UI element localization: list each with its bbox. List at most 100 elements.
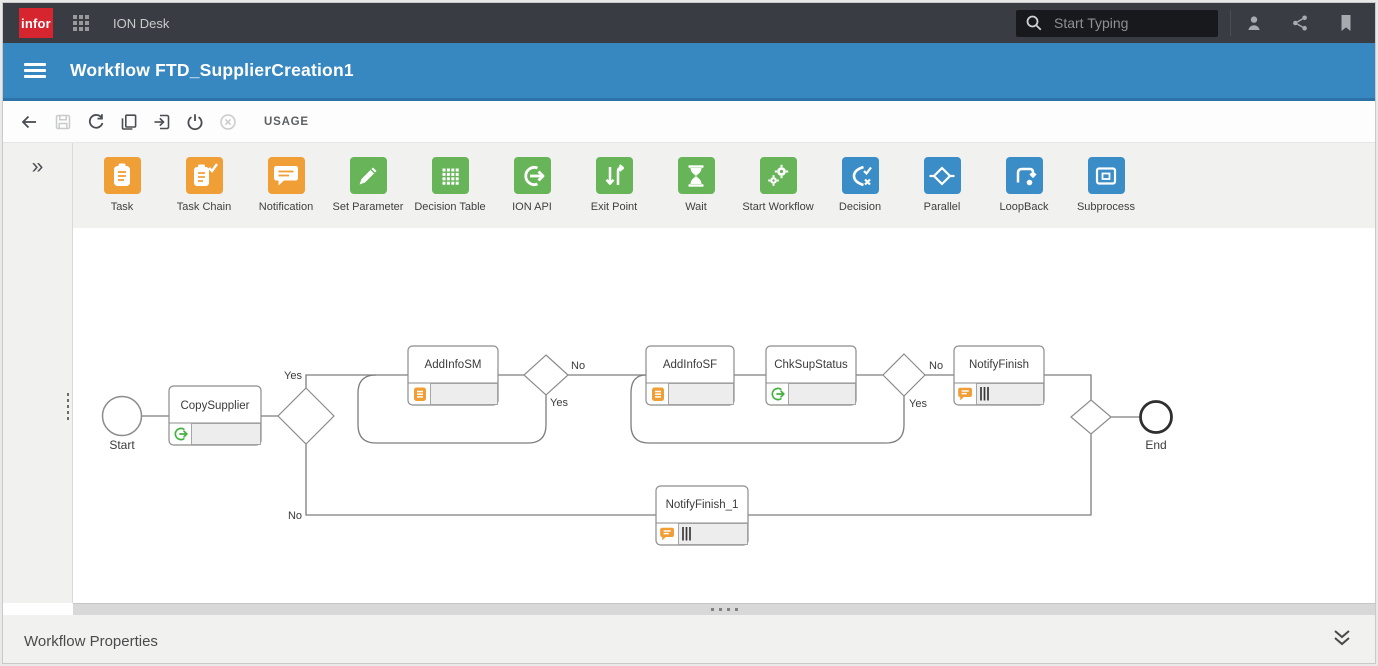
node-title: AddInfoSM: [425, 359, 482, 371]
palette-item-subprocess[interactable]: Subprocess: [1065, 157, 1147, 213]
bookmark-button[interactable]: [1323, 3, 1369, 43]
palette-item-parallel[interactable]: Parallel: [901, 157, 983, 213]
decision-table-icon: [431, 157, 469, 194]
palette-item-exit-point[interactable]: Exit Point: [573, 157, 655, 213]
edge-notifyfinish-gateway4: [1044, 374, 1092, 400]
infor-logo-text: infor: [21, 15, 51, 31]
main-area: » Task Task Chain Notification Set Paramete…: [3, 143, 1375, 603]
node-notify-finish[interactable]: NotifyFinish: [953, 345, 1045, 406]
edge-gateway1-yes: [305, 374, 408, 388]
topbar-divider: [1230, 10, 1231, 36]
palette-item-label: Exit Point: [590, 201, 638, 213]
user-profile-button[interactable]: [1231, 3, 1277, 43]
palette-item-ion-api[interactable]: ION API: [491, 157, 573, 213]
node-add-info-sm[interactable]: AddInfoSM: [407, 345, 499, 406]
branch-label-yes: Yes: [284, 370, 302, 382]
bookmark-icon: [1341, 15, 1351, 31]
task-step-icon: [651, 386, 665, 402]
palette-item-label: Decision Table: [414, 201, 486, 213]
share-icon: [1293, 15, 1307, 31]
properties-title: Workflow Properties: [24, 632, 158, 650]
palette-item-loopback[interactable]: LoopBack: [983, 157, 1065, 213]
refresh-button[interactable]: [79, 105, 112, 139]
usage-button[interactable]: USAGE: [258, 115, 315, 129]
app-launcher-grid-icon[interactable]: [66, 3, 96, 43]
menu-hamburger-icon[interactable]: [24, 60, 46, 82]
start-workflow-icon: [759, 157, 797, 194]
collapse-panel-button[interactable]: [1333, 629, 1351, 649]
global-search[interactable]: [1016, 9, 1218, 37]
palette-item-start-workflow[interactable]: Start Workflow: [737, 157, 819, 213]
node-add-info-sf[interactable]: AddInfoSF: [645, 345, 735, 406]
gateway-1[interactable]: [277, 387, 335, 445]
back-arrow-icon: [21, 115, 36, 128]
palette-item-decision-table[interactable]: Decision Table: [409, 157, 491, 213]
end-event[interactable]: End: [1139, 400, 1173, 453]
palette-item-label: Task Chain: [176, 201, 232, 213]
deactivate-button: [211, 105, 244, 139]
cancel-circle-icon: [219, 113, 236, 130]
power-icon: [187, 113, 202, 130]
palette-item-label: Decision: [838, 201, 882, 213]
page-title: Workflow FTD_SupplierCreation1: [70, 60, 354, 80]
gateway-2[interactable]: [523, 354, 569, 396]
import-icon: [154, 114, 169, 129]
infor-logo[interactable]: infor: [19, 8, 53, 38]
palette-item-task[interactable]: Task: [81, 157, 163, 213]
node-title: NotifyFinish: [969, 359, 1029, 371]
user-icon: [1248, 16, 1260, 30]
edge-gateway2-loopback: [357, 374, 547, 444]
edge-notifyfinish1-gateway4: [748, 434, 1092, 516]
node-notify-finish-1[interactable]: NotifyFinish_1: [655, 485, 749, 546]
node-copy-supplier[interactable]: CopySupplier: [168, 385, 262, 446]
copy-button[interactable]: [112, 105, 145, 139]
save-icon: [55, 114, 70, 129]
sidebar-drag-handle[interactable]: [66, 393, 69, 420]
palette-item-label: Task: [110, 201, 134, 213]
task-step-icon: [413, 386, 427, 402]
parallel-icon: [923, 157, 961, 194]
gateway-4[interactable]: [1070, 399, 1112, 435]
gateway-3[interactable]: [882, 353, 926, 397]
edge-gateway3-loopback: [630, 374, 905, 444]
palette-item-notification[interactable]: Notification: [245, 157, 327, 213]
double-chevron-down-icon: [1334, 630, 1350, 646]
branch-label-yes: Yes: [550, 397, 568, 409]
search-icon: [1026, 15, 1042, 31]
import-button[interactable]: [145, 105, 178, 139]
palette-item-task-chain[interactable]: Task Chain: [163, 157, 245, 213]
palette-item-wait[interactable]: Wait: [655, 157, 737, 213]
left-sidebar: »: [3, 143, 73, 603]
palette-item-label: Notification: [258, 201, 314, 213]
workflow-properties-panel: Workflow Properties: [3, 615, 1375, 663]
end-label: End: [1145, 438, 1166, 452]
notification-icon: [267, 157, 305, 194]
workflow-header: Workflow FTD_SupplierCreation1: [3, 43, 1375, 101]
decision-icon: [841, 157, 879, 194]
wait-icon: [677, 157, 715, 194]
palette-item-decision[interactable]: Decision: [819, 157, 901, 213]
panel-splitter[interactable]: [73, 603, 1375, 615]
start-event[interactable]: Start: [101, 395, 143, 453]
palette-item-label: ION API: [512, 201, 552, 213]
workflow-diagram: Start CopySupplier Yes N: [101, 345, 1173, 546]
task-icon: [103, 157, 141, 194]
share-button[interactable]: [1277, 3, 1323, 43]
workflow-canvas[interactable]: Start CopySupplier Yes N: [73, 228, 1375, 603]
palette-item-label: Start Workflow: [742, 201, 814, 213]
node-title: AddInfoSF: [663, 359, 717, 371]
back-button[interactable]: [13, 105, 46, 139]
search-input[interactable]: [1052, 14, 1206, 32]
copy-icon: [121, 113, 136, 130]
loopback-icon: [1005, 157, 1043, 194]
node-chk-sup-status[interactable]: ChkSupStatus: [765, 345, 857, 406]
sidebar-expand-icon[interactable]: »: [26, 155, 50, 178]
app-title: ION Desk: [113, 15, 170, 31]
activate-button[interactable]: [178, 105, 211, 139]
node-title: CopySupplier: [180, 400, 249, 412]
palette-item-set-parameter[interactable]: Set Parameter: [327, 157, 409, 213]
set-parameter-icon: [349, 157, 387, 194]
